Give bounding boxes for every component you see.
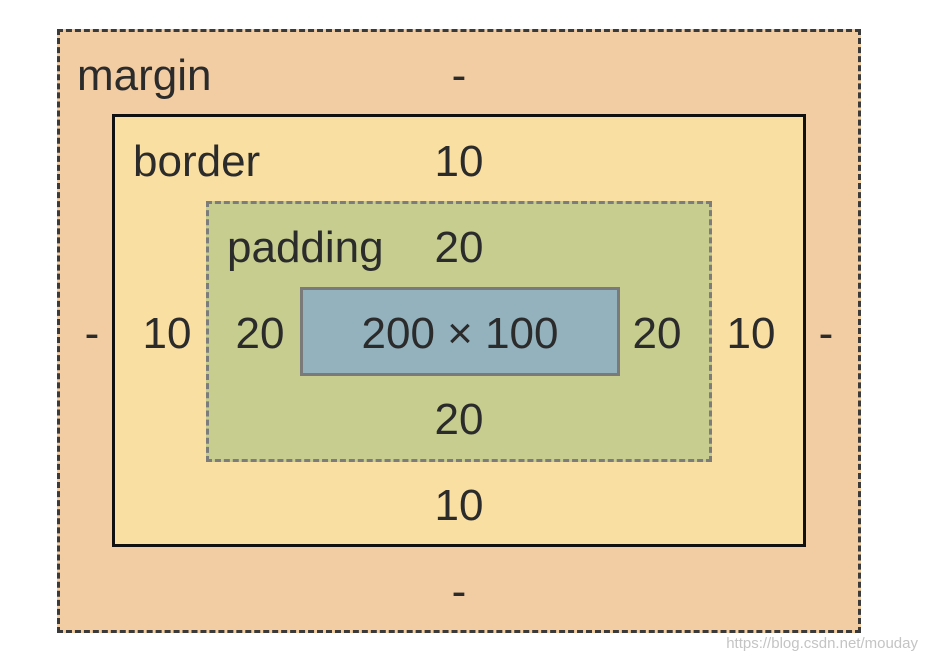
padding-label: padding <box>227 223 384 272</box>
padding-right-value: 20 <box>632 309 682 358</box>
padding-bottom-value: 20 <box>434 395 484 444</box>
margin-label: margin <box>77 51 212 100</box>
padding-top-value: 20 <box>434 223 484 272</box>
watermark: https://blog.csdn.net/mouday <box>726 635 918 652</box>
border-left-value: 10 <box>142 309 192 358</box>
border-bottom-value: 10 <box>434 481 484 530</box>
border-top-value: 10 <box>434 137 484 186</box>
margin-right-value: - <box>818 309 834 358</box>
margin-left-value: - <box>84 309 100 358</box>
content-box <box>300 287 620 376</box>
border-right-value: 10 <box>726 309 776 358</box>
padding-left-value: 20 <box>235 309 285 358</box>
content-size-label: 200 × 100 <box>361 309 559 358</box>
border-label: border <box>133 137 261 186</box>
margin-bottom-value: - <box>451 567 467 616</box>
margin-top-value: - <box>451 51 467 100</box>
